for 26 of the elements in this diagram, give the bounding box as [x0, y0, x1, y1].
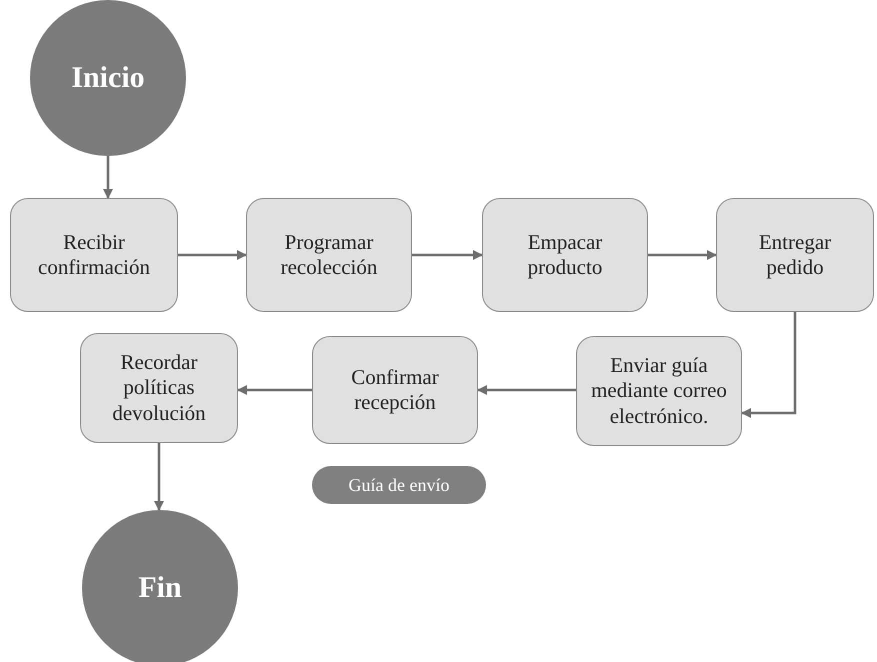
- node-label: Entregar pedido: [758, 230, 832, 280]
- arrow: [648, 250, 717, 260]
- node-label: Recordar políticas devolución: [111, 350, 207, 426]
- node-label: Inicio: [71, 61, 145, 95]
- process-box: [80, 333, 238, 443]
- arrow: [237, 385, 312, 395]
- arrow: [412, 250, 483, 260]
- arrow: [154, 443, 164, 511]
- arrow: [178, 250, 247, 260]
- arrow: [477, 385, 576, 395]
- process-box: [482, 198, 648, 312]
- node-label: Fin: [138, 571, 182, 605]
- process-box: [10, 198, 178, 312]
- node-label: Confirmar recepción: [350, 364, 440, 416]
- process-box: [312, 336, 478, 444]
- node-label: Recibir confirmación: [37, 230, 151, 280]
- label-pill: [312, 466, 486, 504]
- arrow: [103, 156, 113, 199]
- arrow: [741, 312, 796, 418]
- node-label: Guía de envío: [348, 474, 450, 496]
- node-label: Empacar producto: [526, 230, 604, 280]
- process-box: [716, 198, 874, 312]
- process-box: [246, 198, 412, 312]
- node-label: Programar recolección: [280, 230, 378, 280]
- node-label: Enviar guía mediante correo electrónico.: [590, 353, 728, 429]
- process-box: [576, 336, 742, 446]
